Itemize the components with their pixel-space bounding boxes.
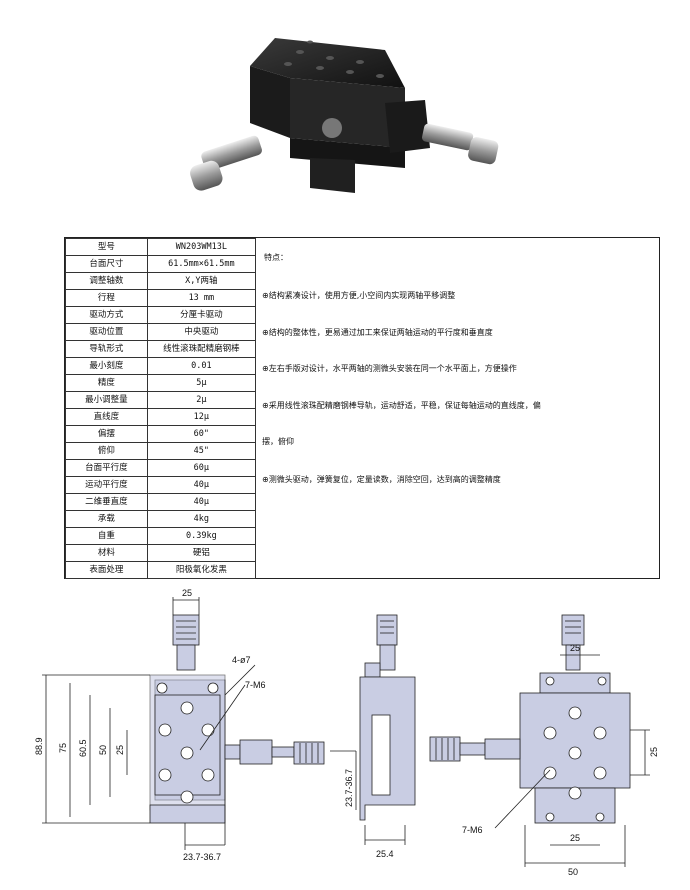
spec-value: 61.5mm×61.5mm <box>146 255 257 273</box>
spec-label: 驱动方式 <box>65 306 148 324</box>
spec-row: 导轨形式线性滚珠配精磨钢棒 <box>65 340 257 358</box>
spec-value: 12μ <box>146 408 257 426</box>
spec-value: 40μ <box>146 476 257 494</box>
spec-value: 40μ <box>146 493 257 511</box>
spec-value: 硬铝 <box>146 544 257 562</box>
spec-value: 4kg <box>146 510 257 528</box>
features-panel: 特点： ⊕结构紧凑设计，使用方便,小空间内实现两轴平移调整 ⊕结构的整体性，更易… <box>260 238 660 578</box>
spec-label: 导轨形式 <box>65 340 148 358</box>
spec-label: 承载 <box>65 510 148 528</box>
spec-value: WN203WM13L <box>146 238 257 256</box>
spec-label: 台面平行度 <box>65 459 148 477</box>
spec-row: 驱动方式分厘卡驱动 <box>65 306 257 324</box>
spec-row: 材料硬铝 <box>65 544 257 562</box>
dim-label: 75 <box>58 743 68 753</box>
product-photo <box>190 38 499 193</box>
dim-label: 23.7-36.7 <box>344 769 354 807</box>
spec-label: 运动平行度 <box>65 476 148 494</box>
dim-label: 7-M6 <box>462 825 483 835</box>
spec-value: 中央驱动 <box>146 323 257 341</box>
dim-label: 88.9 <box>34 737 44 755</box>
spec-value: 阳极氧化发黑 <box>146 561 257 579</box>
spec-label: 驱动位置 <box>65 323 148 341</box>
dim-label: 25.4 <box>376 849 394 859</box>
spec-label: 表面处理 <box>65 561 148 579</box>
features-title: 特点： <box>264 253 288 262</box>
dim-label: 60.5 <box>78 739 88 757</box>
dim-label: 23.7-36.7 <box>183 852 221 862</box>
front-view <box>149 614 325 824</box>
spec-label: 调整轴数 <box>65 272 148 290</box>
right-view <box>429 614 631 824</box>
spec-value: 0.39kg <box>146 527 257 545</box>
spec-row: 驱动位置中央驱动 <box>65 323 257 341</box>
spec-label: 直线度 <box>65 408 148 426</box>
spec-label: 材料 <box>65 544 148 562</box>
dim-label: 50 <box>568 867 578 877</box>
spec-label: 自重 <box>65 527 148 545</box>
spec-value: 60" <box>146 425 257 443</box>
spec-row: 表面处理阳极氧化发黑 <box>65 561 257 579</box>
dim-label: 7-M6 <box>245 680 266 690</box>
feature-line: 摆，俯仰 <box>262 437 294 446</box>
feature-line: ⊕左右手版对设计，水平两轴的测微头安装在同一个水平面上，方便操作 <box>262 364 517 373</box>
dim-label: 25 <box>182 588 192 598</box>
spec-label: 最小刻度 <box>65 357 148 375</box>
spec-label: 台面尺寸 <box>65 255 148 273</box>
dim-label: 25 <box>570 643 580 653</box>
spec-value: 13 mm <box>146 289 257 307</box>
spec-label: 行程 <box>65 289 148 307</box>
feature-line: ⊕结构紧凑设计，使用方便,小空间内实现两轴平移调整 <box>262 291 456 300</box>
spec-label: 最小调整量 <box>65 391 148 409</box>
spec-label: 二维垂直度 <box>65 493 148 511</box>
side-view <box>359 614 416 821</box>
spec-value: 分厘卡驱动 <box>146 306 257 324</box>
spec-value: 5μ <box>146 374 257 392</box>
feature-line: ⊕测微头驱动，弹簧复位，定量读数，消除空回，达到高的调整精度 <box>262 475 501 484</box>
feature-line: ⊕结构的整体性，更易通过加工来保证两轴运动的平行度和垂直度 <box>262 328 493 337</box>
spec-value: 60μ <box>146 459 257 477</box>
dim-label: 25 <box>649 747 659 757</box>
dim-label: 25 <box>115 745 125 755</box>
spec-label: 型号 <box>65 238 148 256</box>
dim-label: 25 <box>570 833 580 843</box>
dim-label: 4-ø7 <box>232 655 251 665</box>
spec-value: X,Y两轴 <box>146 272 257 290</box>
technical-drawings: 25 4-ø7 7-M6 88.9 75 60.5 50 25 23.7-36.… <box>34 588 659 877</box>
spec-value: 45" <box>146 442 257 460</box>
spec-value: 2μ <box>146 391 257 409</box>
spec-label: 俯仰 <box>65 442 148 460</box>
dim-label: 50 <box>98 745 108 755</box>
feature-line: ⊕采用线性滚珠配精磨钢棒导轨，运动舒适，平稳，保证每轴运动的直线度，偏 <box>262 401 541 410</box>
spec-label: 精度 <box>65 374 148 392</box>
spec-value: 0.01 <box>146 357 257 375</box>
spec-value: 线性滚珠配精磨钢棒 <box>146 340 257 358</box>
spec-label: 偏摆 <box>65 425 148 443</box>
